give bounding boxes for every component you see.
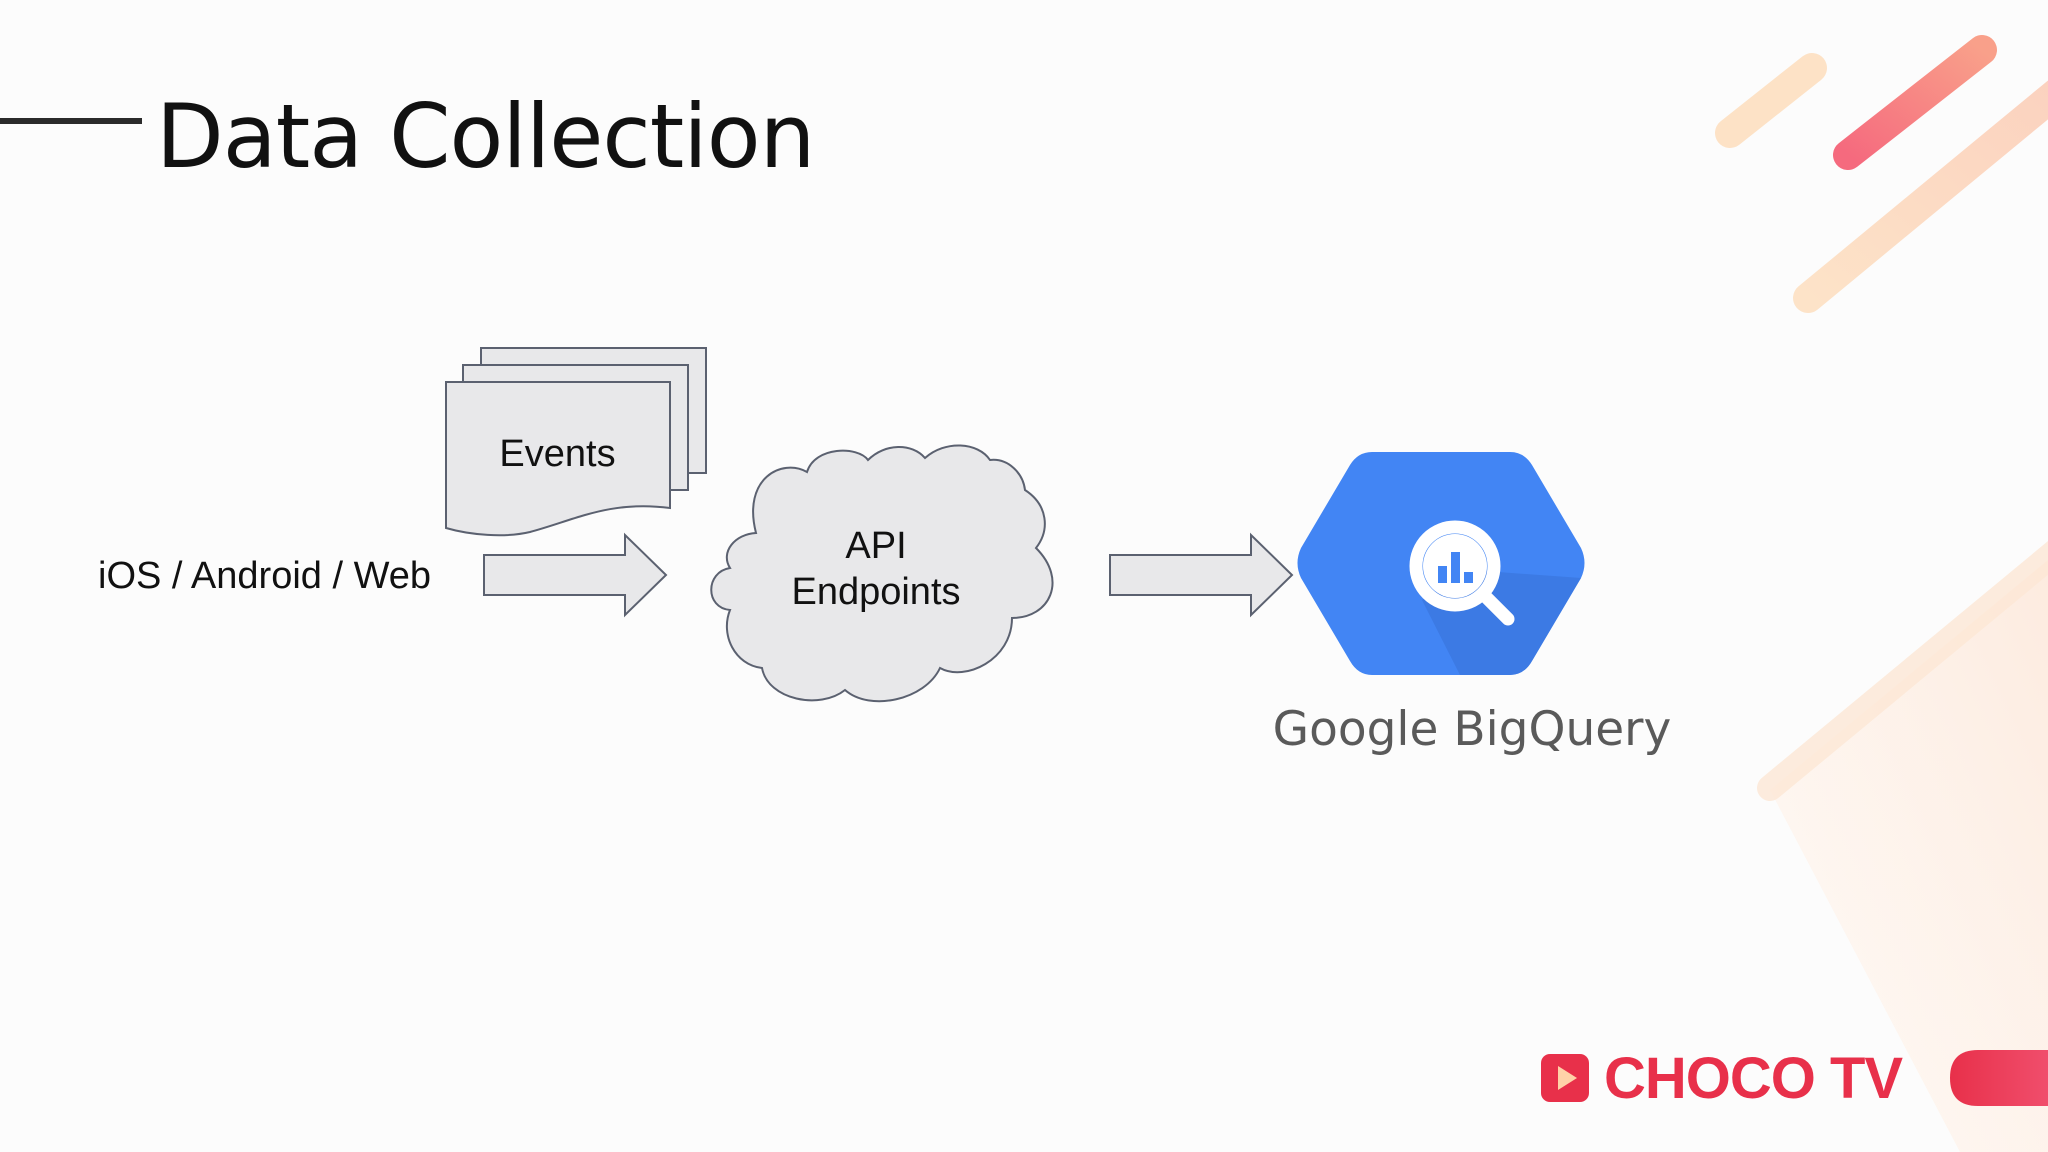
events-document-stack xyxy=(445,347,707,537)
brand-accent-tab xyxy=(1950,1050,2048,1106)
slide-title: Data Collection xyxy=(156,85,815,188)
bigquery-icon xyxy=(1297,452,1585,675)
arrow-to-bigquery xyxy=(1109,532,1294,618)
api-label-line2: Endpoints xyxy=(791,571,961,613)
api-label-line1: API xyxy=(845,525,907,567)
brand-logo: CHOCO TV xyxy=(1540,1046,1903,1111)
api-endpoints-label: API Endpoints xyxy=(760,523,992,615)
bigquery-label: Google BigQuery xyxy=(1272,702,1672,757)
title-rule xyxy=(0,118,142,124)
decorative-stripes xyxy=(1715,35,2048,1152)
arrow-to-api xyxy=(483,532,668,618)
events-label: Events xyxy=(499,433,616,475)
brand-name: CHOCO TV xyxy=(1604,1045,1903,1111)
play-icon xyxy=(1541,1054,1589,1102)
api-cloud xyxy=(710,444,1054,703)
source-platforms-label: iOS / Android / Web xyxy=(98,555,432,597)
